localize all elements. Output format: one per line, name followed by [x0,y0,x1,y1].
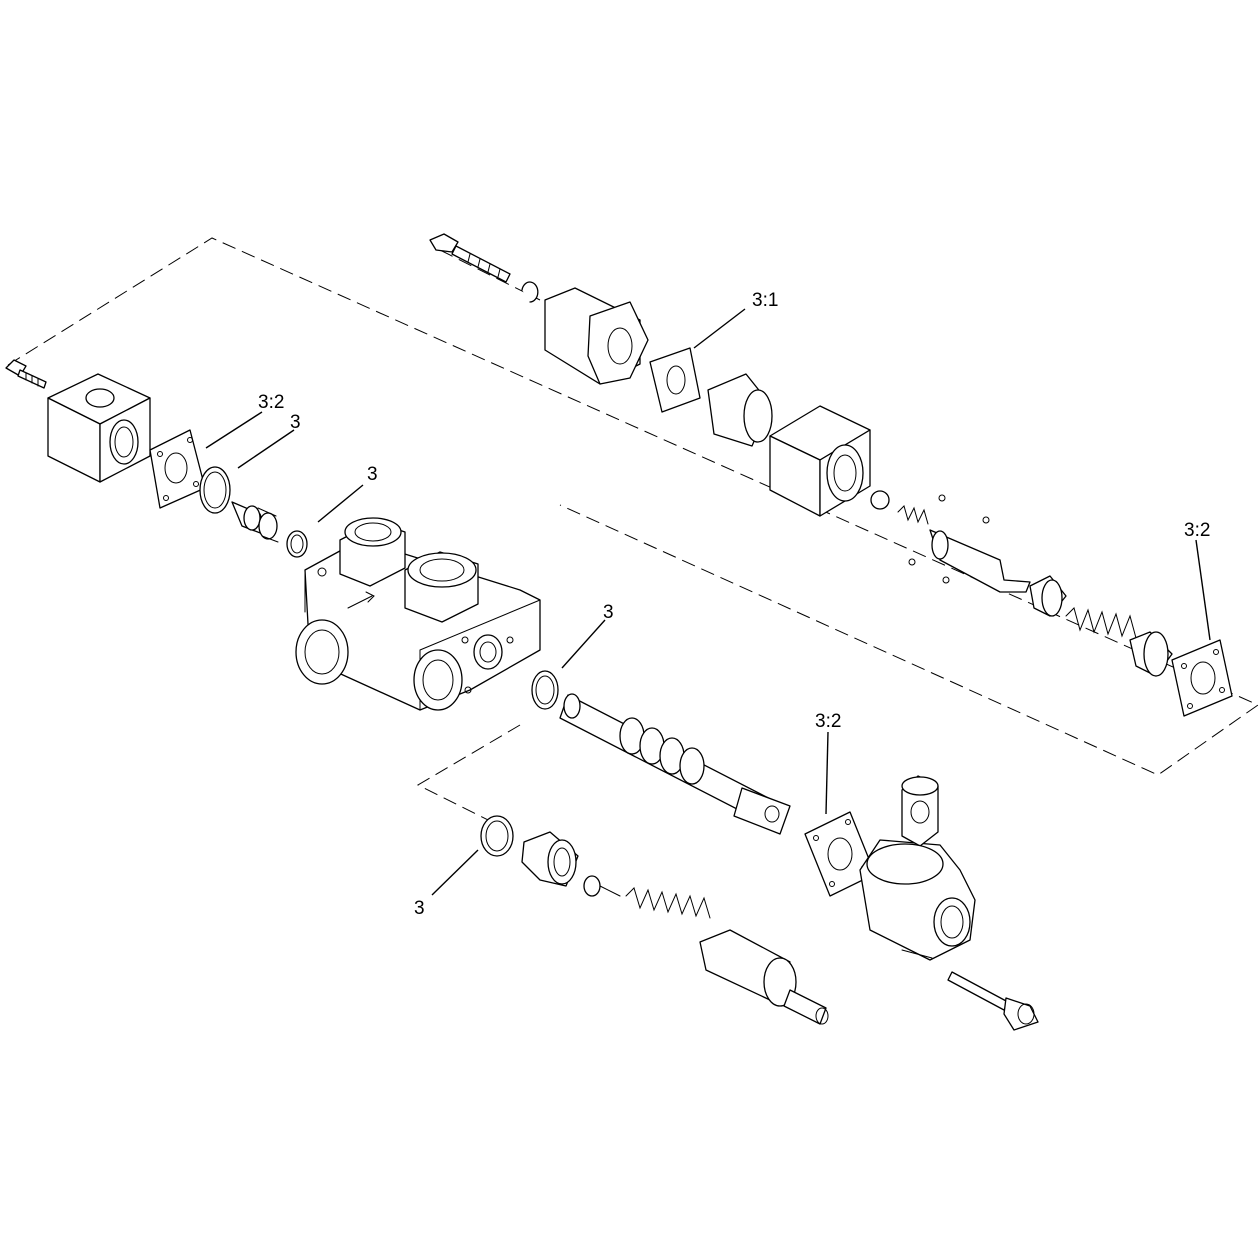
callout-3-mid: 3 [603,602,614,623]
lever-housing [859,775,976,961]
o-ring-center [531,670,559,710]
end-cap-block [47,373,151,483]
solenoid-housing [544,287,649,385]
relief-adjuster [699,929,829,1025]
callout-3-top-a: 3 [290,412,301,433]
leader-lines [205,308,1211,896]
callout-3-1: 3:1 [752,290,778,311]
relief-sleeve [521,831,579,887]
cube-block-right [769,405,871,517]
leader-3-top-b [317,484,364,523]
relief-spring [583,875,711,919]
ball [870,490,890,510]
leader-3-top-a [237,429,295,469]
leader-3-1 [693,308,746,349]
callout-3-2-right: 3:2 [1184,520,1210,541]
leader-3-bottom [431,849,479,896]
screw-lower-right [947,971,1039,1031]
spool-upper [897,494,1031,593]
o-ring-bottom [480,815,514,857]
callout-3-top-b: 3 [367,464,378,485]
gasket-left [149,429,206,509]
gasket-right [1171,639,1233,717]
leader-3-2-bottom [825,731,829,815]
poppet-left [231,501,279,543]
spool [559,693,791,835]
callout-3-2-left: 3:2 [258,392,284,413]
callout-3-bottom: 3 [414,898,425,919]
o-ring-left [199,466,231,514]
sleeve-upper [707,373,773,447]
callout-3-2-bottom: 3:2 [815,711,841,732]
bolt-top-left [5,359,47,389]
spring-assembly-right [1029,575,1173,677]
o-ring-small [286,530,308,558]
leader-3-2-left [205,411,263,449]
valve-body [295,517,541,711]
leader-3-mid [561,619,606,669]
gasket-top [649,347,701,413]
leader-3-2-right [1195,539,1211,641]
bolt-top-right [429,233,539,303]
